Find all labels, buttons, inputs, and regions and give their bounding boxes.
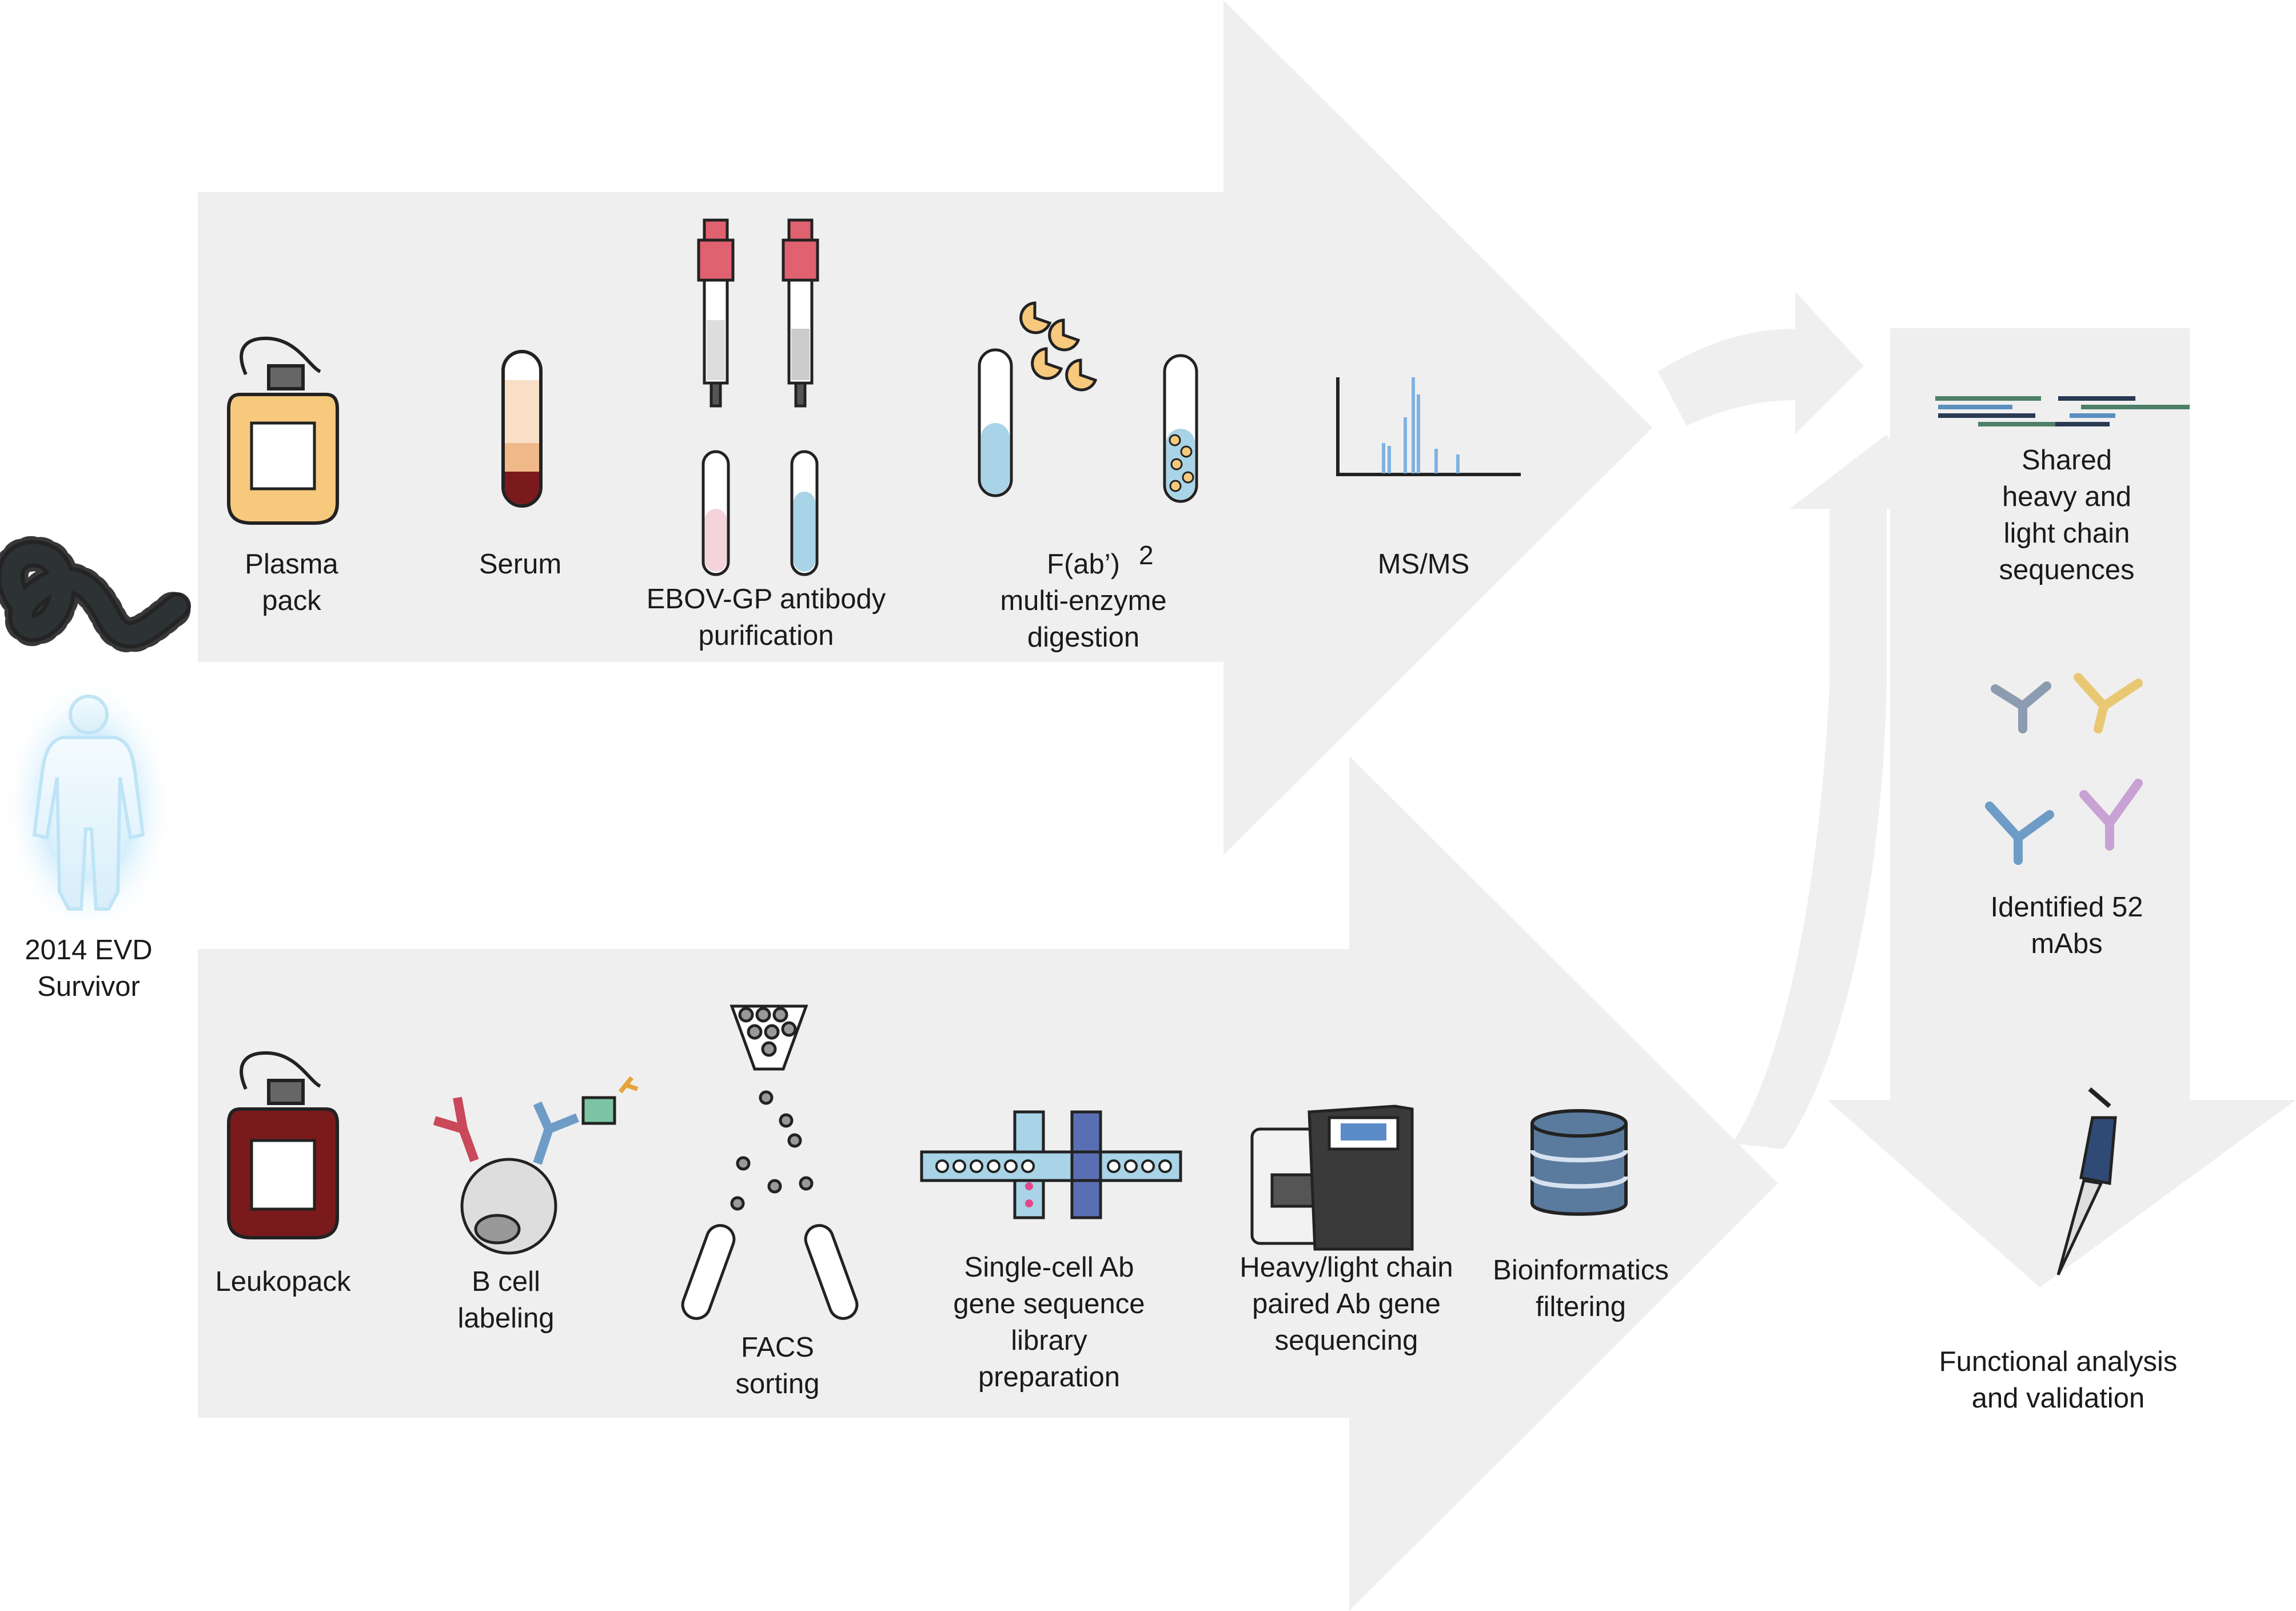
step-label-plasma: Plasma pack bbox=[245, 549, 338, 616]
merge-curve-arrow-bottom bbox=[1732, 434, 1932, 1149]
top-track-arrow bbox=[198, 0, 1652, 855]
step-label-sequencing: Heavy/light chain paired Ab gene sequenc… bbox=[1239, 1252, 1453, 1356]
serum-tube-icon bbox=[501, 350, 543, 508]
sequence-alignment-icon bbox=[1935, 396, 2190, 426]
step-label-bcell: B cell labeling bbox=[457, 1266, 555, 1334]
step-label-mabs: Identified 52 mAbs bbox=[1990, 892, 2143, 959]
ebola-virus-icon bbox=[0, 536, 195, 653]
digestion-subscript: 2 bbox=[1139, 540, 1154, 570]
step-label-purification: EBOV-GP antibody purification bbox=[646, 584, 886, 651]
bottom-track-arrow bbox=[198, 756, 1778, 1611]
merge-curve-arrow-top bbox=[1658, 292, 1864, 434]
leukopack-icon bbox=[227, 1051, 339, 1239]
step-label-facs: FACS sorting bbox=[735, 1332, 820, 1399]
antibodies-icon bbox=[1985, 673, 2143, 865]
step-label-bioinformatics: Bioinformatics filtering bbox=[1493, 1255, 1669, 1322]
human-silhouette-icon bbox=[3, 675, 174, 938]
survivor-label: 2014 EVD Survivor bbox=[25, 935, 153, 1002]
step-label-shared: Shared heavy and light chain sequences bbox=[1999, 445, 2135, 585]
plasma-pack-icon bbox=[227, 336, 339, 525]
right-track-arrow bbox=[1827, 328, 2296, 1287]
purification-columns-icon bbox=[697, 218, 819, 576]
step-label-functional: Functional analysis and validation bbox=[1939, 1346, 2178, 1414]
database-icon bbox=[1530, 1109, 1628, 1216]
step-label-msms: MS/MS bbox=[1377, 549, 1470, 580]
ms-spectrum-icon bbox=[1336, 377, 1521, 476]
sequencer-icon bbox=[1250, 1104, 1414, 1251]
step-label-library: Single-cell Ab gene sequence library pre… bbox=[953, 1252, 1145, 1393]
step-label-digestion: F(ab’) multi-enzyme digestion bbox=[1000, 549, 1167, 653]
step-label-leukopack: Leukopack bbox=[215, 1266, 351, 1297]
microfluidic-chip-icon bbox=[920, 1110, 1182, 1219]
pipette-icon bbox=[2056, 1087, 2117, 1276]
step-label-serum: Serum bbox=[479, 549, 562, 580]
b-cell-icon bbox=[433, 1076, 639, 1255]
digestion-icon bbox=[978, 301, 1198, 503]
facs-sorting-icon bbox=[681, 1004, 859, 1320]
